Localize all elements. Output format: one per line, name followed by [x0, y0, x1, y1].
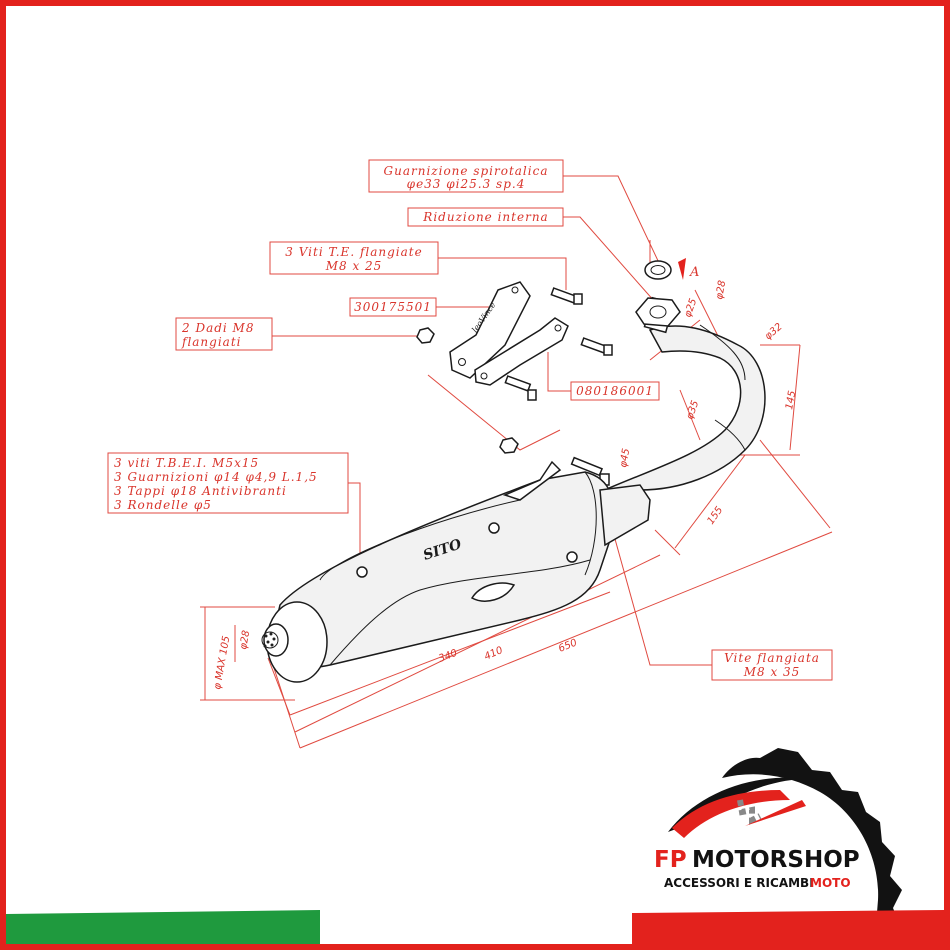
dim-340: 340 — [437, 648, 459, 665]
logo-fp: FP — [654, 847, 687, 873]
callout-nuts: 2 Dadi M8 flangiati — [175, 317, 420, 351]
dim-d28-top: φ28 — [714, 280, 728, 301]
dim-d28-outlet: φ28 — [238, 630, 252, 651]
nut-upper — [416, 327, 435, 344]
italian-flag-ribbon — [6, 910, 944, 944]
fp-motorshop-logo: FP MOTORSHOP ACCESSORI E RICAMBI MOTO — [654, 748, 902, 925]
exhaust-header-pipe — [598, 296, 766, 512]
flange-screw-line1: Vite flangiata — [724, 651, 820, 665]
dim-d25: φ25 — [682, 297, 699, 319]
logo-tagline: ACCESSORI E RICAMBI — [664, 876, 814, 890]
callout-flanged-screws: 3 Viti T.E. flangiate M8 x 25 — [269, 241, 567, 290]
kit-list-line4: 3 Rondelle φ5 — [114, 498, 212, 512]
dim-max105: φ MAX 105 — [212, 635, 232, 690]
kit-list-line3: 3 Tappi φ18 Antivibranti — [114, 484, 287, 498]
callout-nuts-line1: 2 Dadi M8 — [181, 321, 254, 335]
callout-gasket-line2: φe33 φi25.3 sp.4 — [407, 177, 526, 191]
bracket-code-2-label: 080186001 — [576, 384, 654, 398]
exhaust-flange — [635, 297, 681, 327]
dim-650: 650 — [557, 637, 579, 654]
dim-d32: φ32 — [763, 321, 785, 342]
screw-lower — [504, 375, 537, 401]
kit-list-line1: 3 viti T.B.E.I. M5x15 — [114, 456, 259, 470]
callout-flange-screw: Vite flangiata M8 x 35 — [599, 484, 833, 681]
dim-410: 410 — [483, 645, 505, 663]
callout-screws-line2: M8 x 25 — [325, 259, 383, 273]
screw-middle — [580, 337, 613, 356]
callout-nuts-line2: flangiati — [181, 335, 242, 349]
screw-top — [550, 287, 583, 305]
callout-reduction: Riduzione interna — [407, 207, 656, 303]
callout-kit-list: 3 viti T.B.E.I. M5x15 3 Guarnizioni φ14 … — [107, 374, 561, 568]
detail-a-label: A — [689, 265, 699, 280]
dim-d45: φ45 — [618, 448, 632, 469]
gasket-ring — [644, 260, 672, 280]
logo-tagline-moto: MOTO — [810, 876, 851, 890]
callout-gasket-line1: Guarnizione spirotalica — [384, 164, 549, 178]
muffler: SITO — [261, 460, 651, 683]
callout-reduction-label: Riduzione interna — [422, 210, 548, 224]
callout-bracket-code-1: 300175501 — [349, 297, 498, 317]
dim-d35: φ35 — [684, 399, 701, 421]
dim-155: 155 — [705, 505, 725, 527]
gear-icon — [668, 748, 902, 925]
dim-145: 145 — [784, 390, 798, 411]
nut-lower — [499, 437, 519, 454]
screw-group — [416, 287, 613, 486]
bracket-080186001 — [474, 317, 569, 386]
logo-motorshop: MOTORSHOP — [692, 847, 860, 873]
detail-marker-a: A — [678, 258, 699, 280]
callout-screws-line1: 3 Viti T.E. flangiate — [285, 245, 422, 259]
bracket-code-1-label: 300175501 — [354, 300, 432, 314]
kit-list-line2: 3 Guarnizioni φ14 φ4,9 L.1,5 — [114, 470, 318, 484]
flange-screw-line2: M8 x 35 — [743, 665, 801, 679]
callout-bracket-code-2: 080186001 — [547, 352, 660, 401]
callout-gasket: Guarnizione spirotalica φe33 φi25.3 sp.4 — [368, 159, 661, 266]
outlet-holes — [263, 632, 276, 648]
